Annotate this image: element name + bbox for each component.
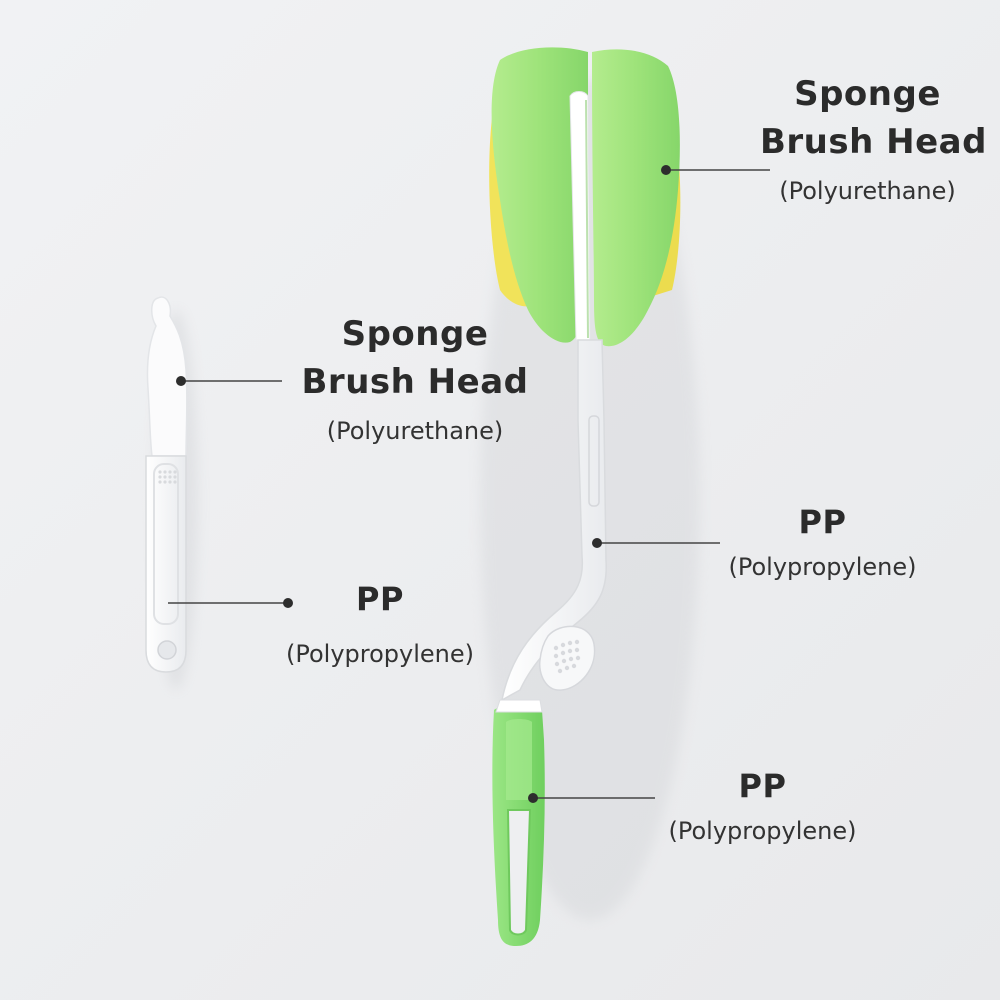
bottle-brush (480, 47, 700, 946)
callout-dots (176, 165, 671, 803)
callout-small-sponge-head: Sponge Brush Head (Polyurethane) (300, 310, 530, 448)
callout-large-sponge-head: Sponge Brush Head (Polyurethane) (760, 70, 987, 208)
callout-material: (Polypropylene) (285, 640, 474, 668)
nipple-brush-handle (145, 455, 187, 673)
callout-dot (661, 165, 671, 175)
callout-dot (283, 598, 293, 608)
callout-leaders (168, 169, 770, 799)
callout-dot (528, 793, 538, 803)
callout-material: (Polypropylene) (728, 553, 917, 581)
callout-title-line: PP (356, 580, 404, 618)
nipple-brush (145, 296, 198, 690)
callout-dot (592, 538, 602, 548)
callout-material: (Polyurethane) (326, 417, 504, 445)
callout-material: (Polypropylene) (668, 817, 857, 845)
callout-dot (176, 376, 186, 386)
callout-green-handle: PP (Polypropylene) (650, 762, 875, 848)
bottle-brush-sponge-right (592, 49, 680, 347)
bottle-brush-sponge-left (491, 47, 588, 343)
callout-stem: PP (Polypropylene) (715, 498, 930, 584)
callout-title-line: Brush Head (301, 362, 529, 402)
callout-title-line: Sponge (341, 314, 489, 354)
bottle-brush-stem (500, 339, 607, 702)
callout-material: (Polyurethane) (779, 177, 956, 205)
callout-title-line: Brush Head (760, 122, 987, 162)
callout-small-handle: PP (Polypropylene) (265, 575, 495, 671)
callout-title-line: Sponge (794, 74, 941, 114)
callout-title-line: PP (798, 503, 847, 541)
bottle-brush-grip-pad (538, 625, 596, 691)
callout-title-line: PP (738, 767, 787, 805)
